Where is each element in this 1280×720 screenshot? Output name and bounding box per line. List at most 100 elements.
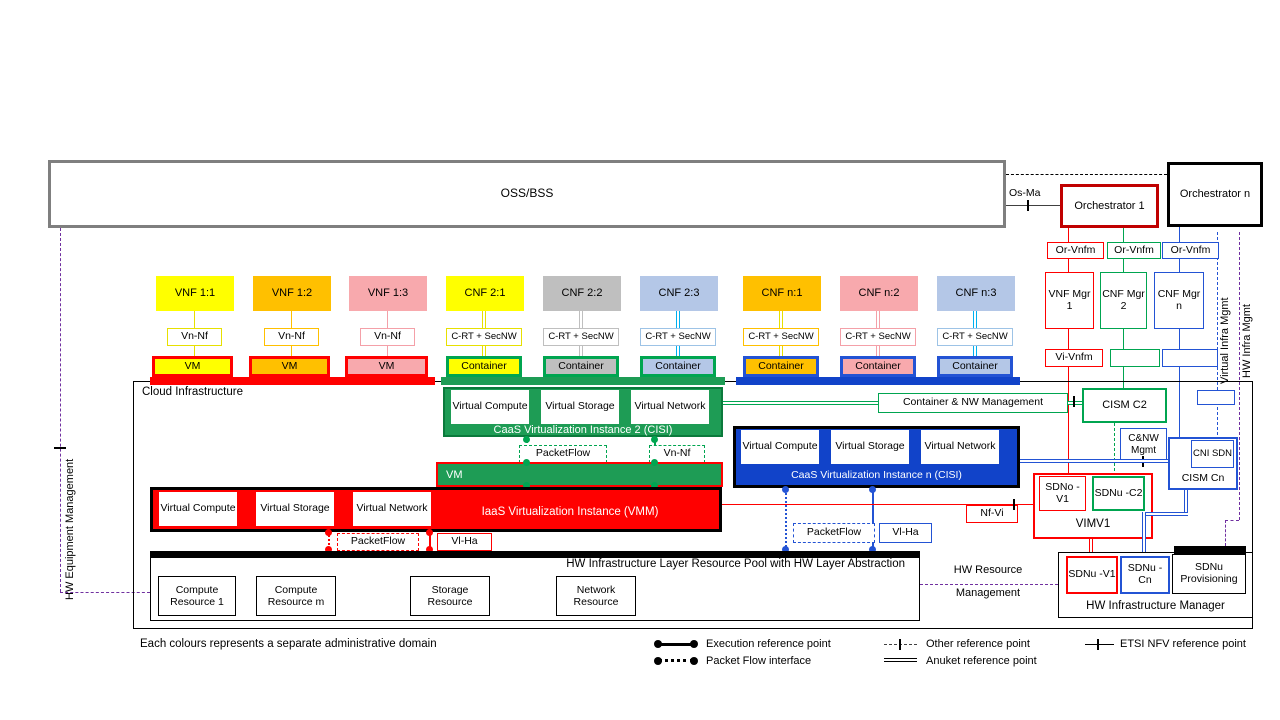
caas2-packetflow-label: PacketFlow (519, 445, 607, 463)
legend-execution-label: Execution reference point (706, 638, 831, 650)
vm-box-1: VM (152, 356, 233, 377)
cni-sdn-box: CNI SDN (1191, 440, 1234, 468)
container-box-2-2: Container (543, 356, 619, 377)
exec-dot (523, 482, 530, 489)
cism-cn-sdnu-line (1142, 512, 1146, 556)
execution-dot-icon (654, 640, 662, 648)
nf-vi-line (722, 504, 1033, 505)
iaas-box (150, 487, 722, 532)
other-ref-tick-icon (899, 639, 901, 650)
exec-dot (782, 546, 789, 553)
c-rt-secnw-label-2: C-RT + SecNW (543, 328, 619, 346)
etsi-ref-tick-icon (1097, 639, 1099, 650)
caas2-title: CaaS Virtualization Instance 2 (CISI) (493, 424, 673, 436)
exec-dot (523, 459, 530, 466)
cnf-box-2-3: CNF 2:3 (640, 276, 718, 311)
hw-infra-mgmt-line-jog (1225, 520, 1239, 521)
legend-other-label: Other reference point (926, 638, 1030, 650)
caasn-domain-strip (736, 377, 1020, 385)
empty-blue-box (1197, 390, 1235, 405)
vn-nf-label-3: Vn-Nf (360, 328, 415, 346)
or-vnfm-label-2: Or-Vnfm (1107, 242, 1161, 259)
ref-tick (1013, 499, 1015, 510)
caas2-domain-strip (441, 377, 725, 385)
vnf-box-1-2: VNF 1:2 (253, 276, 331, 311)
exec-dot (651, 459, 658, 466)
hw-equipment-mgmt-label: HW Equipment Management (64, 458, 76, 600)
packet-flow-dot-icon (690, 657, 698, 665)
hw-layer-box (150, 553, 920, 621)
container-box-n-1: Container (743, 356, 819, 377)
ref-tick (1027, 200, 1029, 211)
empty-ref-box-green (1110, 349, 1160, 367)
hw-equipment-mgmt-line-bottom (60, 592, 150, 593)
exec-dot (782, 486, 789, 493)
sdnu-provisioning-bar (1174, 546, 1246, 554)
cism-cn-down-line (1184, 490, 1188, 516)
caasn-packetflow-label: PacketFlow (793, 523, 875, 543)
cnf-box-2-1: CNF 2:1 (446, 276, 524, 311)
cnf-mgr-2-box: CNF Mgr 2 (1100, 272, 1147, 329)
cism-cn-across-line (1142, 512, 1188, 516)
hw-resource-mgmt-label-1: HW Resource (928, 564, 1048, 576)
compute-resource-m-box: Compute Resource m (256, 571, 342, 616)
legend-packet-flow-label: Packet Flow interface (706, 655, 812, 667)
execution-line-symbol (658, 643, 694, 646)
caas2-virtual-storage: Virtual Storage (541, 390, 619, 424)
container-box-2-3: Container (640, 356, 716, 377)
vnf-box-1-1: VNF 1:1 (156, 276, 234, 311)
vnf-mgr-1-box: VNF Mgr 1 (1045, 272, 1094, 329)
iaas-packetflow-line (328, 532, 330, 552)
hw-infrastructure-manager-label: HW Infrastructure Manager (1086, 600, 1225, 612)
caasn-vlha-label: Vl-Ha (879, 523, 932, 543)
exec-dot (426, 529, 433, 536)
ref-tick (54, 447, 66, 449)
caasn-virtual-storage: Virtual Storage (831, 430, 909, 464)
cism-c2-sdnu-line (1114, 423, 1115, 476)
legend-etsi-label: ETSI NFV reference point (1120, 638, 1246, 650)
cnf-box-n-3: CNF n:3 (937, 276, 1015, 311)
etsi-ref-line-symbol (1085, 644, 1114, 645)
iaas-virtual-network: Virtual Network (352, 491, 432, 527)
sdnu-v1-box: SDNu -V1 (1066, 556, 1118, 594)
os-ma-line (1006, 205, 1060, 206)
cnf-box-n-1: CNF n:1 (743, 276, 821, 311)
os-ma-label: Os-Ma (1009, 187, 1041, 199)
cnw-mgmt-box: C&NW Mgmt (1120, 428, 1167, 461)
cnf-mgr-n-box: CNF Mgr n (1154, 272, 1204, 329)
exec-dot (325, 546, 332, 553)
oss-bss-box: OSS/BSS (48, 160, 1006, 228)
legend-anuket-label: Anuket reference point (926, 655, 1037, 667)
caasn-packetflow-line (785, 488, 787, 551)
vim-title: VIMV1 (1075, 518, 1111, 530)
hw-infra-mgmt-line (1239, 232, 1240, 520)
iaas-virtual-storage: Virtual Storage (255, 491, 335, 527)
container-box-n-2: Container (840, 356, 916, 377)
vm-box-2: VM (249, 356, 330, 377)
vn-nf-label-1: Vn-Nf (167, 328, 222, 346)
exec-dot (325, 529, 332, 536)
cism-cn-label: CISM Cn (1181, 472, 1225, 484)
hw-resource-mgmt-label-2: Management (928, 587, 1048, 599)
c-rt-secnw-label-4: C-RT + SecNW (743, 328, 819, 346)
cnf-box-2-2: CNF 2:2 (543, 276, 621, 311)
empty-ref-box-blue (1162, 349, 1218, 367)
container-box-n-3: Container (937, 356, 1013, 377)
nf-vi-label: Nf-Vi (966, 505, 1018, 523)
anuket-line-caasn-cism (1020, 459, 1168, 463)
vim-sdnu-v1-line (1089, 539, 1093, 554)
sdnu-c2-box: SDNu -C2 (1092, 476, 1145, 511)
vm-box-3: VM (345, 356, 428, 377)
packet-flow-dot-icon (654, 657, 662, 665)
vi-vnfm-label: Vi-Vnfm (1045, 349, 1103, 367)
cnfmn-line (1179, 227, 1180, 437)
orchestrator-1-box: Orchestrator 1 (1060, 184, 1159, 228)
hw-equipment-mgmt-line (60, 228, 61, 592)
footnote: Each colours represents a separate admin… (140, 638, 437, 650)
vnf-box-1-3: VNF 1:3 (349, 276, 427, 311)
exec-dot (523, 436, 530, 443)
sdnu-cn-box: SDNu -Cn (1120, 556, 1170, 594)
c-rt-secnw-label-1: C-RT + SecNW (446, 328, 522, 346)
storage-resource-box: Storage Resource (410, 571, 496, 616)
